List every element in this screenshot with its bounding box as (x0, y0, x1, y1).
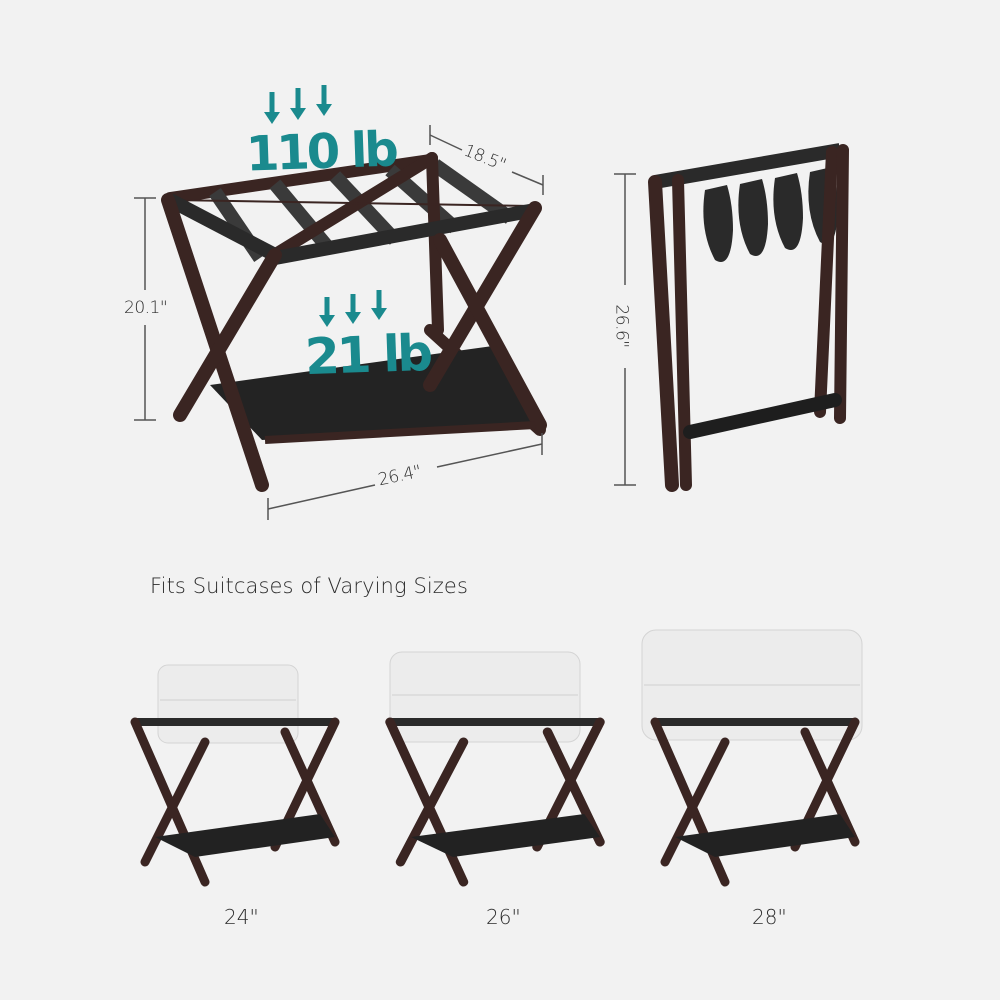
suitcase-28-illustration (641, 629, 863, 882)
suitcase-26-illustration (390, 651, 600, 882)
arrow-down-icon (264, 85, 332, 124)
height-dimension: 20.1" (124, 298, 168, 318)
size-label-26: 26" (486, 905, 521, 929)
arrow-down-icon (319, 290, 387, 327)
suitcase-24-illustration (135, 664, 335, 882)
size-label-24: 24" (224, 905, 259, 929)
section-title: Fits Suitcases of Varying Sizes (150, 574, 468, 598)
dimension-lines (134, 125, 636, 520)
rack-frame (161, 152, 547, 492)
size-label-28: 28" (752, 905, 787, 929)
